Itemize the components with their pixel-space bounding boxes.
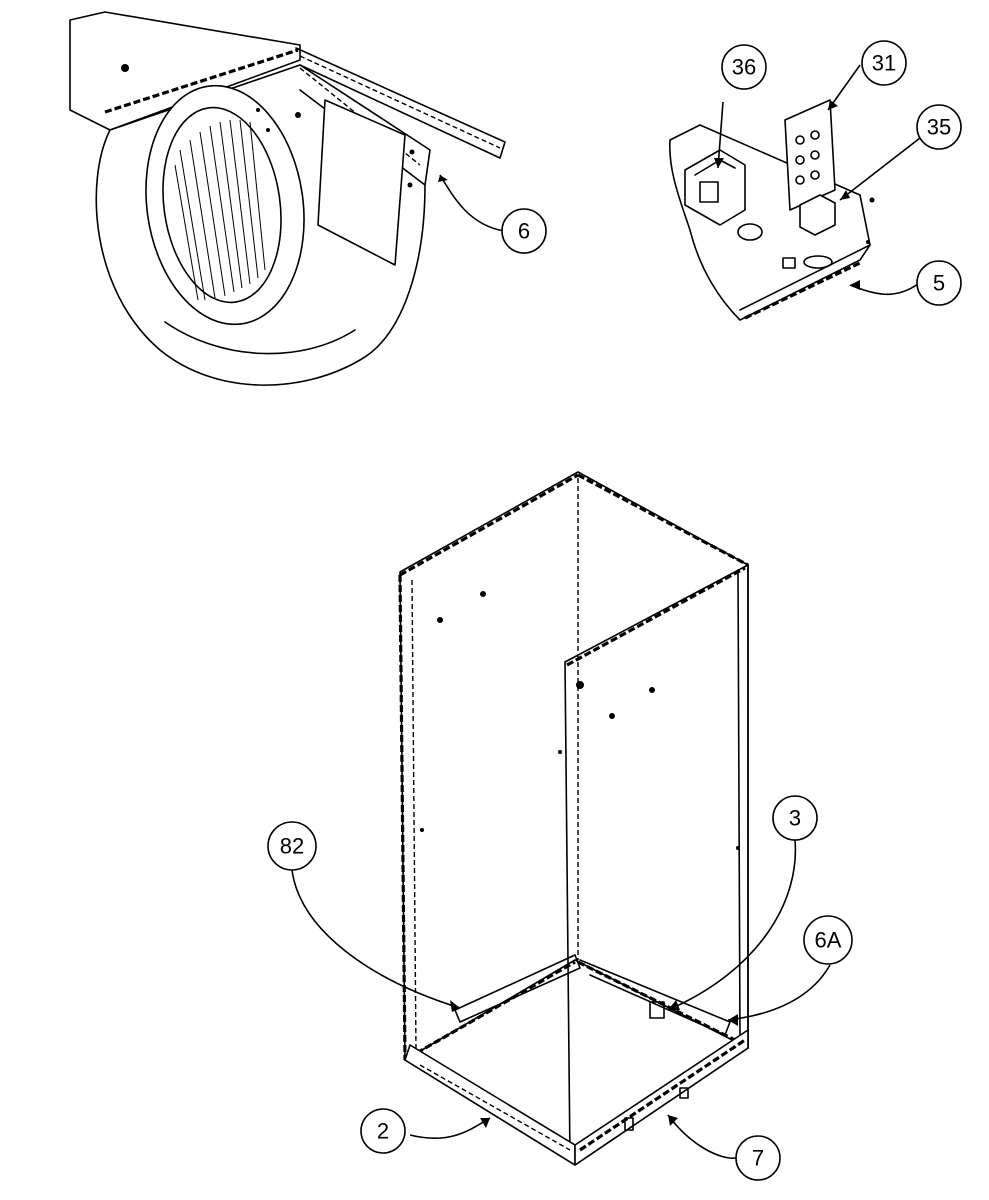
callout-label: 3	[789, 806, 801, 831]
callout-label: 82	[280, 834, 304, 859]
callout-label: 6	[518, 219, 530, 244]
cabinet-assembly	[398, 471, 749, 1166]
callout-label: 5	[933, 271, 945, 296]
callout-82: 82	[267, 821, 317, 871]
callout-6: 6	[501, 208, 547, 254]
callout-31: 31	[861, 40, 907, 86]
leader-lines	[291, 64, 921, 1159]
callout-35: 35	[916, 104, 962, 150]
callout-36: 36	[721, 44, 767, 90]
control-box-assembly	[669, 99, 875, 321]
callout-label: 31	[872, 51, 896, 76]
callout-label: 36	[732, 55, 756, 80]
callout-2: 2	[360, 1108, 406, 1154]
callout-3: 3	[772, 795, 818, 841]
callout-6A: 6A	[803, 915, 853, 965]
callout-label: 6A	[815, 928, 842, 953]
relay	[799, 194, 836, 236]
blower-assembly	[69, 11, 506, 386]
callout-label: 2	[377, 1119, 389, 1144]
callout-label: 35	[927, 115, 951, 140]
callout-5: 5	[916, 260, 962, 306]
callout-7: 7	[735, 1135, 781, 1181]
relay-board	[784, 99, 836, 211]
callout-label: 7	[752, 1146, 764, 1171]
arrowheads	[438, 100, 860, 1128]
